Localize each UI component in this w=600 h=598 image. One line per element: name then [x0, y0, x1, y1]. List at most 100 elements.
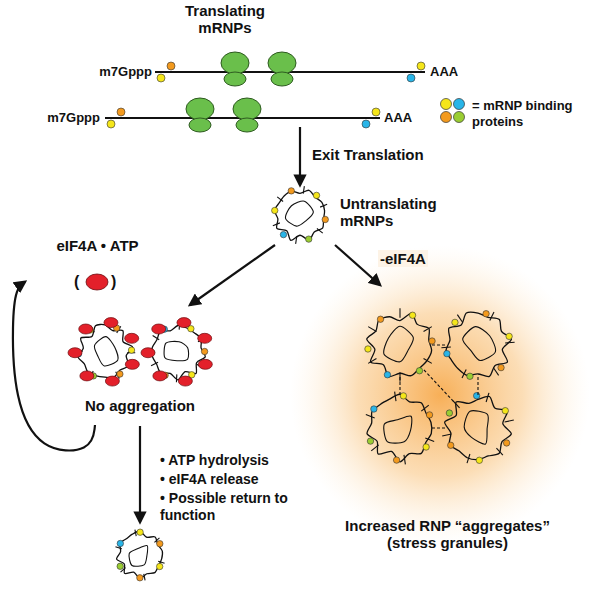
binding-protein	[426, 412, 432, 418]
node-label: Untranslating mRNPs	[340, 195, 460, 230]
mrnp-group: No aggregation	[55, 305, 225, 425]
rna-strand	[94, 337, 118, 366]
binding-protein	[137, 529, 143, 535]
stem-loop	[153, 336, 160, 340]
binding-protein	[454, 112, 465, 123]
binding-protein	[117, 540, 123, 546]
stem-loop	[399, 372, 400, 382]
rna-strand	[384, 416, 412, 443]
stem-loop	[151, 362, 158, 366]
node-label: Translating mRNPs	[170, 2, 280, 37]
stem-loop	[277, 197, 283, 202]
eif4a-protein	[125, 359, 139, 369]
stem-loop	[115, 547, 121, 549]
binding-protein	[444, 350, 450, 356]
eif4a-protein	[80, 371, 94, 381]
stem-loop	[296, 236, 297, 243]
eif4a-protein	[177, 318, 191, 328]
node-label: Increased RNP “aggregates” (stress granu…	[325, 517, 570, 552]
step-note: • Possible return to function	[160, 490, 295, 524]
binding-protein	[371, 406, 377, 412]
stem-loop	[424, 359, 432, 364]
binding-protein	[441, 99, 452, 110]
binding-protein	[322, 216, 328, 222]
rna-tangle	[274, 190, 324, 240]
rna-strand	[285, 201, 313, 226]
stress-granule-glow	[290, 245, 590, 545]
binding-protein	[409, 312, 415, 318]
binding-protein	[417, 62, 425, 70]
eif4a-protein	[152, 324, 166, 334]
eif4a-protein	[178, 376, 192, 386]
step-note: • ATP hydrolysis	[160, 452, 295, 469]
flow-arrow	[13, 282, 95, 451]
rna-tangle	[367, 313, 432, 377]
eif4a-protein	[79, 324, 93, 334]
stem-loop	[144, 574, 145, 581]
mrna-end-label: m7Gppp	[30, 110, 100, 126]
rna-strand	[464, 411, 488, 444]
eif4a-atp	[86, 274, 108, 290]
stem-loop	[467, 454, 470, 463]
mrna-end-label: AAA	[430, 64, 470, 80]
binding-protein	[407, 74, 415, 82]
stem-loop	[303, 186, 304, 193]
stem-loop	[399, 308, 400, 318]
arrow-label: -eIF4A	[378, 250, 428, 267]
stem-loop	[496, 448, 502, 455]
stem-loop	[366, 415, 375, 418]
stem-loop	[371, 445, 378, 451]
binding-protein	[372, 108, 380, 116]
rna-crosslink	[432, 427, 446, 428]
binding-protein	[117, 371, 123, 377]
flow-arrow	[335, 245, 380, 285]
binding-protein	[280, 231, 286, 237]
eif4a-protein	[68, 348, 82, 358]
ribosome-large	[186, 98, 214, 120]
stem-loop	[486, 393, 489, 402]
rna-tangle	[445, 396, 512, 459]
binding-protein	[367, 438, 373, 444]
stem-loop	[421, 405, 428, 411]
binding-protein	[313, 192, 319, 198]
binding-protein	[502, 408, 508, 414]
mrna-end-label: m7Gppp	[82, 64, 152, 80]
binding-protein	[377, 316, 383, 322]
flow-arrow	[299, 127, 301, 185]
ribosome-large	[221, 52, 249, 74]
flow-arrow	[190, 245, 275, 305]
stem-loop	[368, 327, 376, 332]
stem-loop	[462, 369, 466, 378]
node-label: eIF4A • ATP	[25, 237, 170, 254]
stem-loop	[273, 223, 280, 226]
binding-protein	[400, 393, 406, 399]
mrnp-group: Untranslating mRNPs	[255, 185, 465, 245]
binding-protein	[137, 575, 143, 581]
rna-strand	[164, 341, 189, 360]
rna-crosslink	[477, 377, 478, 396]
binding-protein	[128, 347, 134, 353]
stem-loop	[404, 455, 405, 464]
rna-strand	[463, 327, 496, 361]
binding-protein	[416, 368, 422, 374]
binding-protein	[272, 207, 278, 213]
eif4a-protein	[104, 318, 118, 328]
arrow-label: Exit Translation	[310, 146, 426, 163]
eif4a-protein	[153, 371, 167, 381]
release-arrow	[139, 426, 141, 522]
stem-loop	[317, 228, 323, 233]
binding-protein	[441, 112, 452, 123]
binding-protein	[362, 120, 370, 128]
binding-protein	[107, 120, 115, 128]
rna-crosslink	[399, 377, 400, 396]
bracket-text: (	[74, 272, 82, 291]
binding-protein	[393, 457, 399, 463]
legend-item: = mRNP binding proteins	[438, 96, 596, 136]
rna-crosslink	[424, 370, 455, 403]
stem-loop	[453, 401, 459, 408]
rna-tangle	[78, 324, 133, 377]
stem-loop	[424, 327, 432, 332]
eif4a-protein	[125, 333, 139, 343]
rna-tangle	[446, 312, 511, 376]
